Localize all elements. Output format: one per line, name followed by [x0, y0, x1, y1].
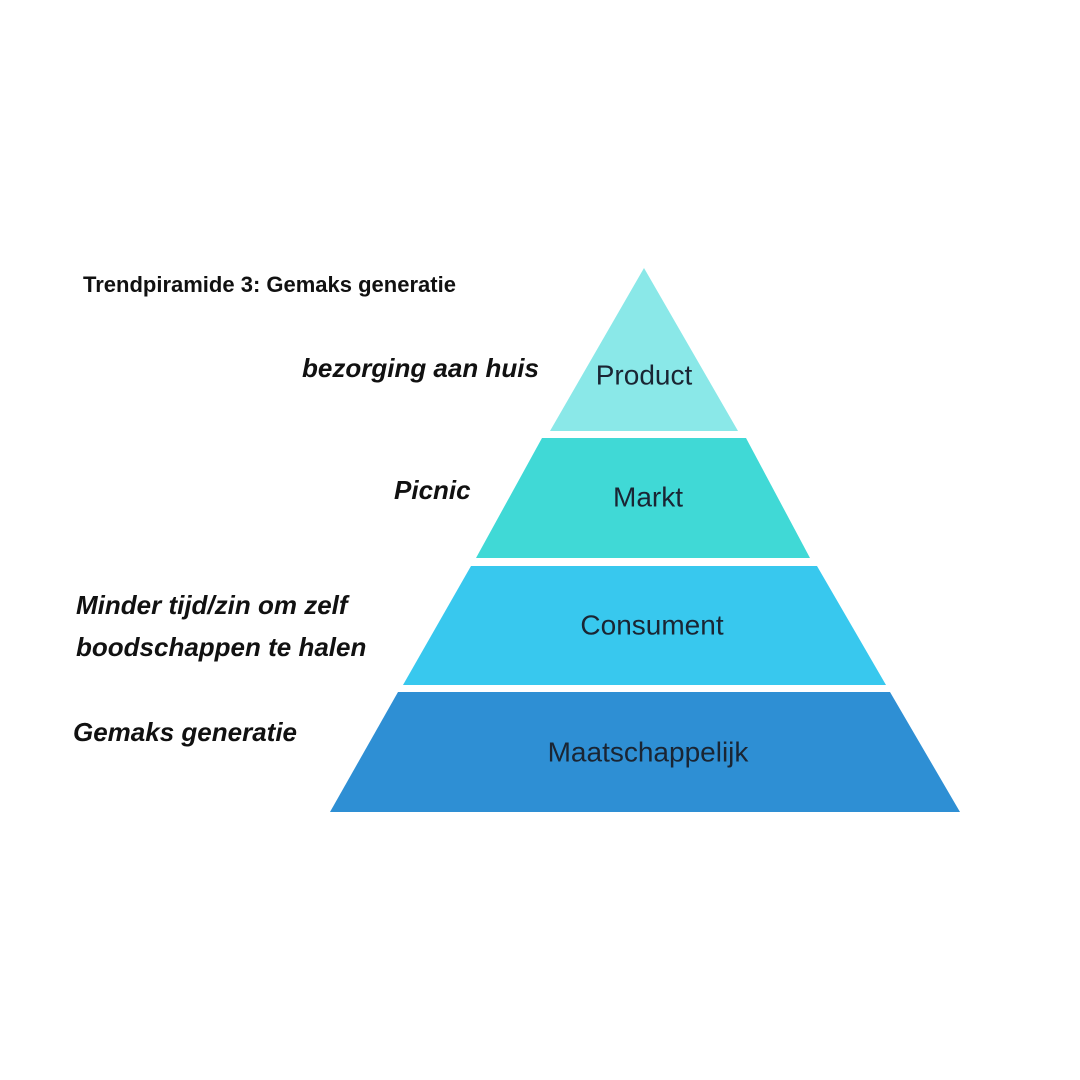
layer-markt-label: Markt — [613, 481, 683, 512]
consument-note-line1: Minder tijd/zin om zelf — [76, 590, 348, 620]
markt-note: Picnic — [394, 475, 471, 505]
layer-maatschappelijk — [330, 692, 960, 812]
consument-note: Minder tijd/zin om zelf boodschappen te … — [76, 584, 366, 668]
layer-maatschappelijk-label: Maatschappelijk — [548, 736, 750, 767]
layer-consument-label: Consument — [580, 609, 723, 640]
layer-markt — [476, 438, 810, 558]
diagram-title: Trendpiramide 3: Gemaks generatie — [83, 272, 456, 297]
maatschappelijk-note: Gemaks generatie — [73, 717, 298, 747]
layer-consument — [403, 566, 886, 685]
layer-product — [550, 268, 738, 431]
consument-note-line2: boodschappen te halen — [76, 632, 367, 662]
layer-product-label: Product — [596, 359, 693, 390]
product-note: bezorging aan huis — [302, 353, 539, 383]
